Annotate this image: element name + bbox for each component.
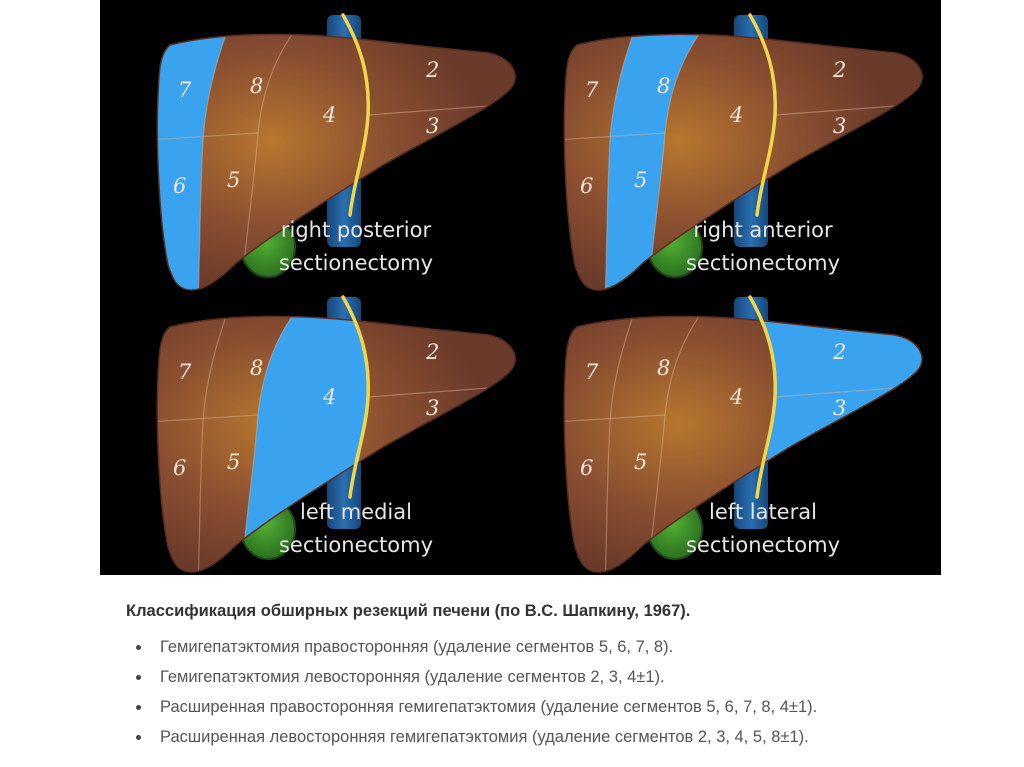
list-item-text: Расширенная правосторонняя гемигепатэкто… xyxy=(160,698,818,716)
segment-label-2: 2 xyxy=(425,58,439,82)
segment-label-5: 5 xyxy=(634,168,647,192)
segment-label-5: 5 xyxy=(227,450,240,474)
segment-label-5: 5 xyxy=(634,450,647,474)
segment-label-8: 8 xyxy=(250,74,263,98)
falciform-line xyxy=(748,295,778,499)
segment-boundaries xyxy=(564,34,923,291)
bullet-dot xyxy=(136,645,141,650)
segment-label-6: 6 xyxy=(173,174,186,198)
segment-label-7: 7 xyxy=(178,360,192,384)
liver-diagram-svg: 7 8 4 2 3 6 5 right posterior sectionectomy 7 8 4 2… xyxy=(156,13,923,573)
list-item: Расширенная правосторонняя гемигепатэкто… xyxy=(126,692,817,722)
procedure-label-line1: left medial xyxy=(300,500,412,524)
list-item: Расширенная левосторонняя гемигепатэктом… xyxy=(126,722,817,752)
falciform-line xyxy=(341,13,371,217)
procedure-label-line2: sectionectomy xyxy=(686,533,840,557)
segment-label-7: 7 xyxy=(585,78,599,102)
segment-label-3: 3 xyxy=(426,114,439,138)
procedure-label-line1: right posterior xyxy=(281,218,432,242)
segment-label-4: 4 xyxy=(729,385,743,409)
caption-title: Классификация обширных резекций печени (… xyxy=(126,602,691,620)
segment-label-7: 7 xyxy=(178,78,192,102)
segment-label-8: 8 xyxy=(657,74,670,98)
segment-label-6: 6 xyxy=(173,456,186,480)
bullet-dot xyxy=(136,705,141,710)
falciform-line xyxy=(341,295,371,499)
list-item-text: Расширенная левосторонняя гемигепатэктом… xyxy=(160,728,809,746)
procedure-label-line2: sectionectomy xyxy=(686,251,840,275)
segment-label-8: 8 xyxy=(250,356,263,380)
list-item-text: Гемигепатэктомия левосторонняя (удаление… xyxy=(160,668,665,686)
liver-body xyxy=(157,34,516,291)
segment-label-4: 4 xyxy=(322,103,336,127)
segment-label-3: 3 xyxy=(426,396,439,420)
segment-label-2: 2 xyxy=(832,340,846,364)
segment-label-4: 4 xyxy=(322,385,336,409)
list-item-text: Гемигепатэктомия правосторонняя (удалени… xyxy=(160,638,674,656)
resected-segment-8 xyxy=(610,34,713,140)
segment-label-5: 5 xyxy=(227,168,240,192)
procedure-label-line2: sectionectomy xyxy=(279,533,433,557)
panel-left-medial: 7 8 4 2 3 6 5 left medial sectionectomy xyxy=(156,295,516,573)
segment-boundaries xyxy=(157,316,516,573)
list-item: Гемигепатэктомия левосторонняя (удаление… xyxy=(126,662,817,692)
caption-list: Гемигепатэктомия правосторонняя (удалени… xyxy=(126,632,817,752)
liver-resection-figure: 7 8 4 2 3 6 5 right posterior sectionectomy 7 8 4 2… xyxy=(100,0,941,575)
resected-segment-6 xyxy=(157,140,203,291)
list-item: Гемигепатэктомия правосторонняя (удалени… xyxy=(126,632,817,662)
procedure-label-line1: left lateral xyxy=(709,500,817,524)
procedure-label-line1: right anterior xyxy=(693,218,833,242)
falciform-line xyxy=(748,13,778,217)
segment-label-2: 2 xyxy=(832,58,846,82)
bullet-dot xyxy=(136,735,141,740)
bullet-dot xyxy=(136,675,141,680)
segment-label-6: 6 xyxy=(580,174,593,198)
segment-label-3: 3 xyxy=(833,396,846,420)
panel-left-lateral: 7 8 4 2 3 6 5 left lateral sectionectomy xyxy=(563,295,923,573)
segment-label-4: 4 xyxy=(729,103,743,127)
segment-label-6: 6 xyxy=(580,456,593,480)
procedure-label-line2: sectionectomy xyxy=(279,251,433,275)
segment-label-3: 3 xyxy=(833,114,846,138)
panel-right-posterior: 7 8 4 2 3 6 5 right posterior sectionectomy xyxy=(156,13,516,291)
panel-right-anterior: 7 8 4 2 3 6 5 right anterior sectionectomy xyxy=(563,13,923,291)
segment-label-7: 7 xyxy=(585,360,599,384)
segment-label-8: 8 xyxy=(657,356,670,380)
segment-label-2: 2 xyxy=(425,340,439,364)
